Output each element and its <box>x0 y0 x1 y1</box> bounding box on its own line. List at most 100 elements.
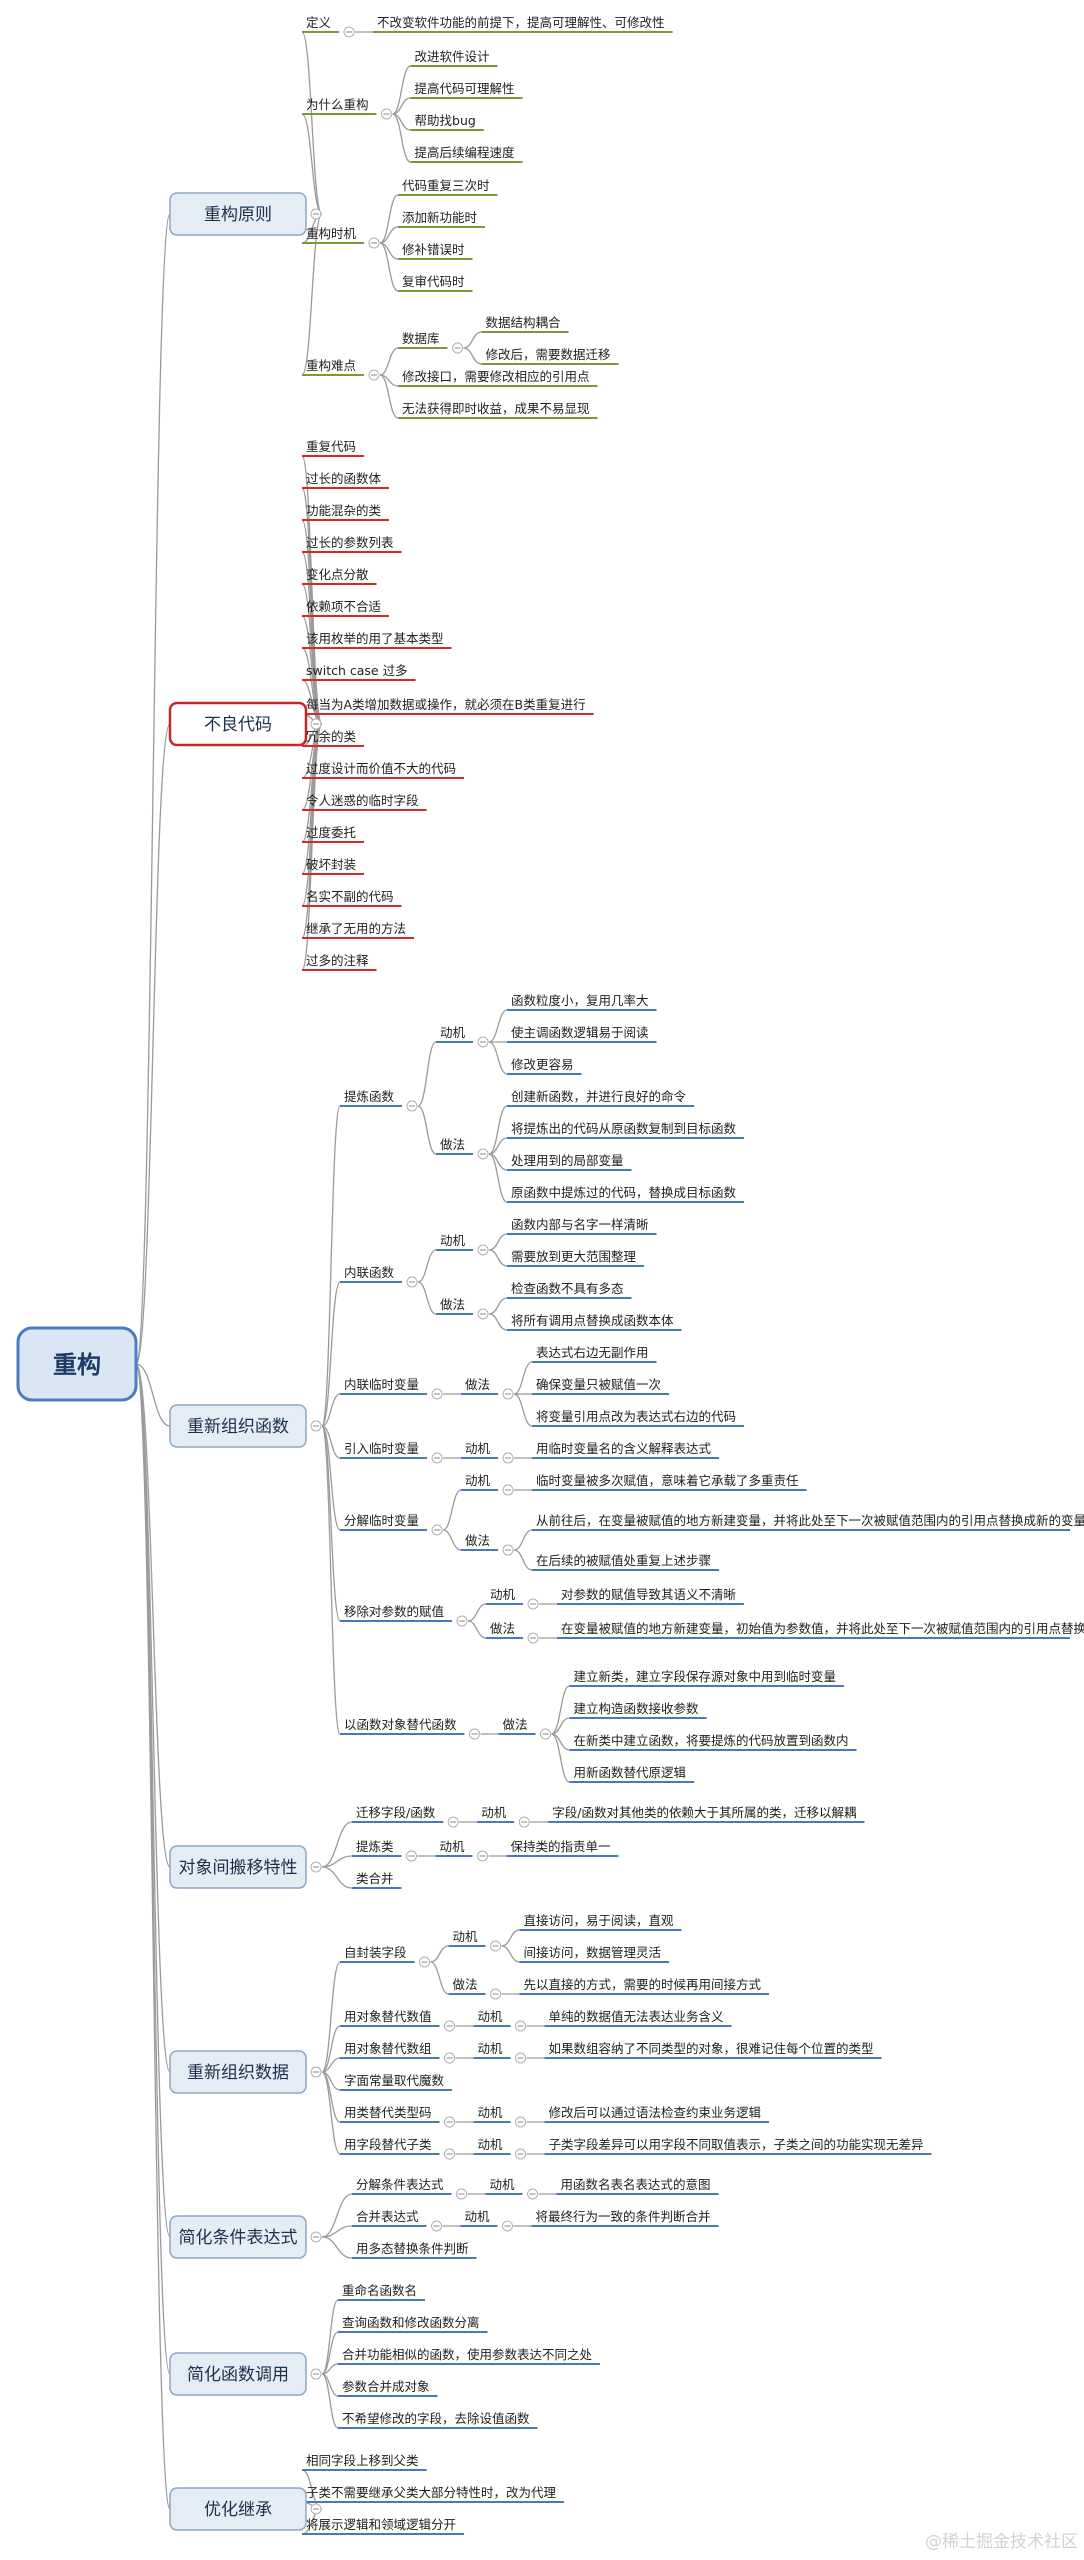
connector-line <box>417 1249 437 1283</box>
category-node[interactable]: 简化函数调用 <box>169 2352 307 2396</box>
topic-label: 对参数的赋值导致其语义不清晰 <box>561 1587 736 1602</box>
topic-label: 移除对参数的赋值 <box>344 1604 444 1619</box>
collapse-toggle-icon[interactable] <box>343 26 355 38</box>
topic-label: 无法获得即时收益，成果不易显现 <box>402 401 590 416</box>
connector-line <box>392 113 411 163</box>
collapse-toggle-icon[interactable] <box>527 1598 539 1610</box>
category-label: 优化继承 <box>204 2500 272 2520</box>
connector-line <box>430 1945 449 1963</box>
collapse-toggle-icon[interactable] <box>490 1988 502 2000</box>
category-label: 重新组织数据 <box>187 2063 289 2083</box>
topic-label: 改进软件设计 <box>415 49 490 64</box>
collapse-toggle-icon[interactable] <box>310 2503 322 2515</box>
collapse-toggle-icon[interactable] <box>502 1388 514 1400</box>
collapse-toggle-icon[interactable] <box>431 1388 443 1400</box>
topic-label: 相同字段上移到父类 <box>306 2453 419 2468</box>
collapse-toggle-icon[interactable] <box>527 1632 539 1644</box>
collapse-toggle-icon[interactable] <box>431 1452 443 1464</box>
collapse-toggle-icon[interactable] <box>502 2220 514 2232</box>
collapse-toggle-icon[interactable] <box>444 2148 456 2160</box>
topic-label: 使主调函数逻辑易于阅读 <box>511 1025 649 1040</box>
collapse-toggle-icon[interactable] <box>368 369 380 381</box>
collapse-toggle-icon[interactable] <box>310 2066 322 2078</box>
category-node[interactable]: 重构原则 <box>169 192 307 236</box>
collapse-toggle-icon[interactable] <box>406 1850 418 1862</box>
topic-label: 将展示逻辑和领域逻辑分开 <box>306 2517 456 2532</box>
category-node[interactable]: 重新组织数据 <box>169 2050 307 2094</box>
collapse-toggle-icon[interactable] <box>444 2052 456 2064</box>
topic-label: 修补错误时 <box>402 242 465 257</box>
topic-label: 原函数中提炼过的代码，替换成目标函数 <box>511 1185 737 1200</box>
connector-line <box>321 1425 341 1531</box>
connector-line <box>551 1733 570 1783</box>
collapse-toggle-icon[interactable] <box>477 1850 489 1862</box>
root-node[interactable]: 重构 <box>16 1326 138 1402</box>
collapse-toggle-icon[interactable] <box>477 1036 489 1048</box>
collapse-toggle-icon[interactable] <box>447 1816 459 1828</box>
collapse-toggle-icon[interactable] <box>310 208 322 220</box>
collapse-toggle-icon[interactable] <box>444 2020 456 2032</box>
collapse-toggle-icon[interactable] <box>310 2368 322 2380</box>
connector-line <box>551 1685 570 1735</box>
collapse-toggle-icon[interactable] <box>469 1728 481 1740</box>
topic-label: 动机 <box>478 2105 504 2120</box>
topic-label: 引入临时变量 <box>344 1441 419 1456</box>
topic-label: 字段/函数对其他类的依赖大于其所属的类，迁移以解耦 <box>552 1805 856 1820</box>
collapse-toggle-icon[interactable] <box>456 2188 468 2200</box>
collapse-toggle-icon[interactable] <box>431 1524 443 1536</box>
category-node[interactable]: 优化继承 <box>169 2487 307 2531</box>
topic-label: 用类替代类型码 <box>344 2105 432 2120</box>
collapse-toggle-icon[interactable] <box>477 1244 489 1256</box>
category-node[interactable]: 简化条件表达式 <box>169 2215 307 2259</box>
collapse-toggle-icon[interactable] <box>406 1100 418 1112</box>
collapse-toggle-icon[interactable] <box>310 718 322 730</box>
connector-line <box>321 1393 341 1427</box>
collapse-toggle-icon[interactable] <box>515 2020 527 2032</box>
collapse-toggle-icon[interactable] <box>431 2220 443 2232</box>
collapse-toggle-icon[interactable] <box>515 2116 527 2128</box>
collapse-toggle-icon[interactable] <box>477 1148 489 1160</box>
category-node[interactable]: 不良代码 <box>168 701 308 747</box>
collapse-toggle-icon[interactable] <box>502 1544 514 1556</box>
collapse-toggle-icon[interactable] <box>515 2148 527 2160</box>
collapse-toggle-icon[interactable] <box>456 1615 468 1627</box>
connector-line <box>430 1961 449 1995</box>
topic-label: 重构难点 <box>306 358 356 373</box>
collapse-toggle-icon[interactable] <box>502 1484 514 1496</box>
collapse-toggle-icon[interactable] <box>368 237 380 249</box>
topic-label: 内联函数 <box>344 1265 395 1280</box>
topic-label: 做法 <box>465 1533 490 1548</box>
collapse-toggle-icon[interactable] <box>310 1420 322 1432</box>
collapse-toggle-icon[interactable] <box>406 1276 418 1288</box>
topic-label: 代码重复三次时 <box>402 178 490 193</box>
connector-line <box>321 2057 341 2073</box>
topic-label: 数据结构耦合 <box>486 315 562 330</box>
collapse-toggle-icon[interactable] <box>490 1940 502 1952</box>
collapse-toggle-icon[interactable] <box>444 2116 456 2128</box>
collapse-toggle-icon[interactable] <box>527 2188 539 2200</box>
connector-line <box>463 331 482 349</box>
collapse-toggle-icon[interactable] <box>477 1308 489 1320</box>
topic-label: 将提炼出的代码从原函数复制到目标函数 <box>511 1121 737 1136</box>
topic-label: 处理用到的局部变量 <box>511 1153 624 1168</box>
collapse-toggle-icon[interactable] <box>310 1861 322 1873</box>
topic-label: 添加新功能时 <box>402 210 478 225</box>
category-node[interactable]: 对象间搬移特性 <box>169 1845 307 1889</box>
connector-line <box>321 2193 353 2238</box>
collapse-toggle-icon[interactable] <box>419 1956 431 1968</box>
category-node[interactable]: 重新组织函数 <box>169 1404 307 1448</box>
category-label: 不良代码 <box>204 715 272 735</box>
collapse-toggle-icon[interactable] <box>515 2052 527 2064</box>
collapse-toggle-icon[interactable] <box>540 1728 552 1740</box>
collapse-toggle-icon[interactable] <box>502 1452 514 1464</box>
collapse-toggle-icon[interactable] <box>310 2231 322 2243</box>
topic-label: 用临时变量名的含义解释表达式 <box>536 1441 712 1456</box>
collapse-toggle-icon[interactable] <box>381 108 393 120</box>
topic-label: 动机 <box>465 1441 491 1456</box>
topic-label: 用新函数替代原逻辑 <box>574 1765 687 1780</box>
topic-label: 合并表达式 <box>356 2209 419 2224</box>
collapse-toggle-icon[interactable] <box>452 342 464 354</box>
topic-label: 做法 <box>465 1377 490 1392</box>
collapse-toggle-icon[interactable] <box>518 1816 530 1828</box>
